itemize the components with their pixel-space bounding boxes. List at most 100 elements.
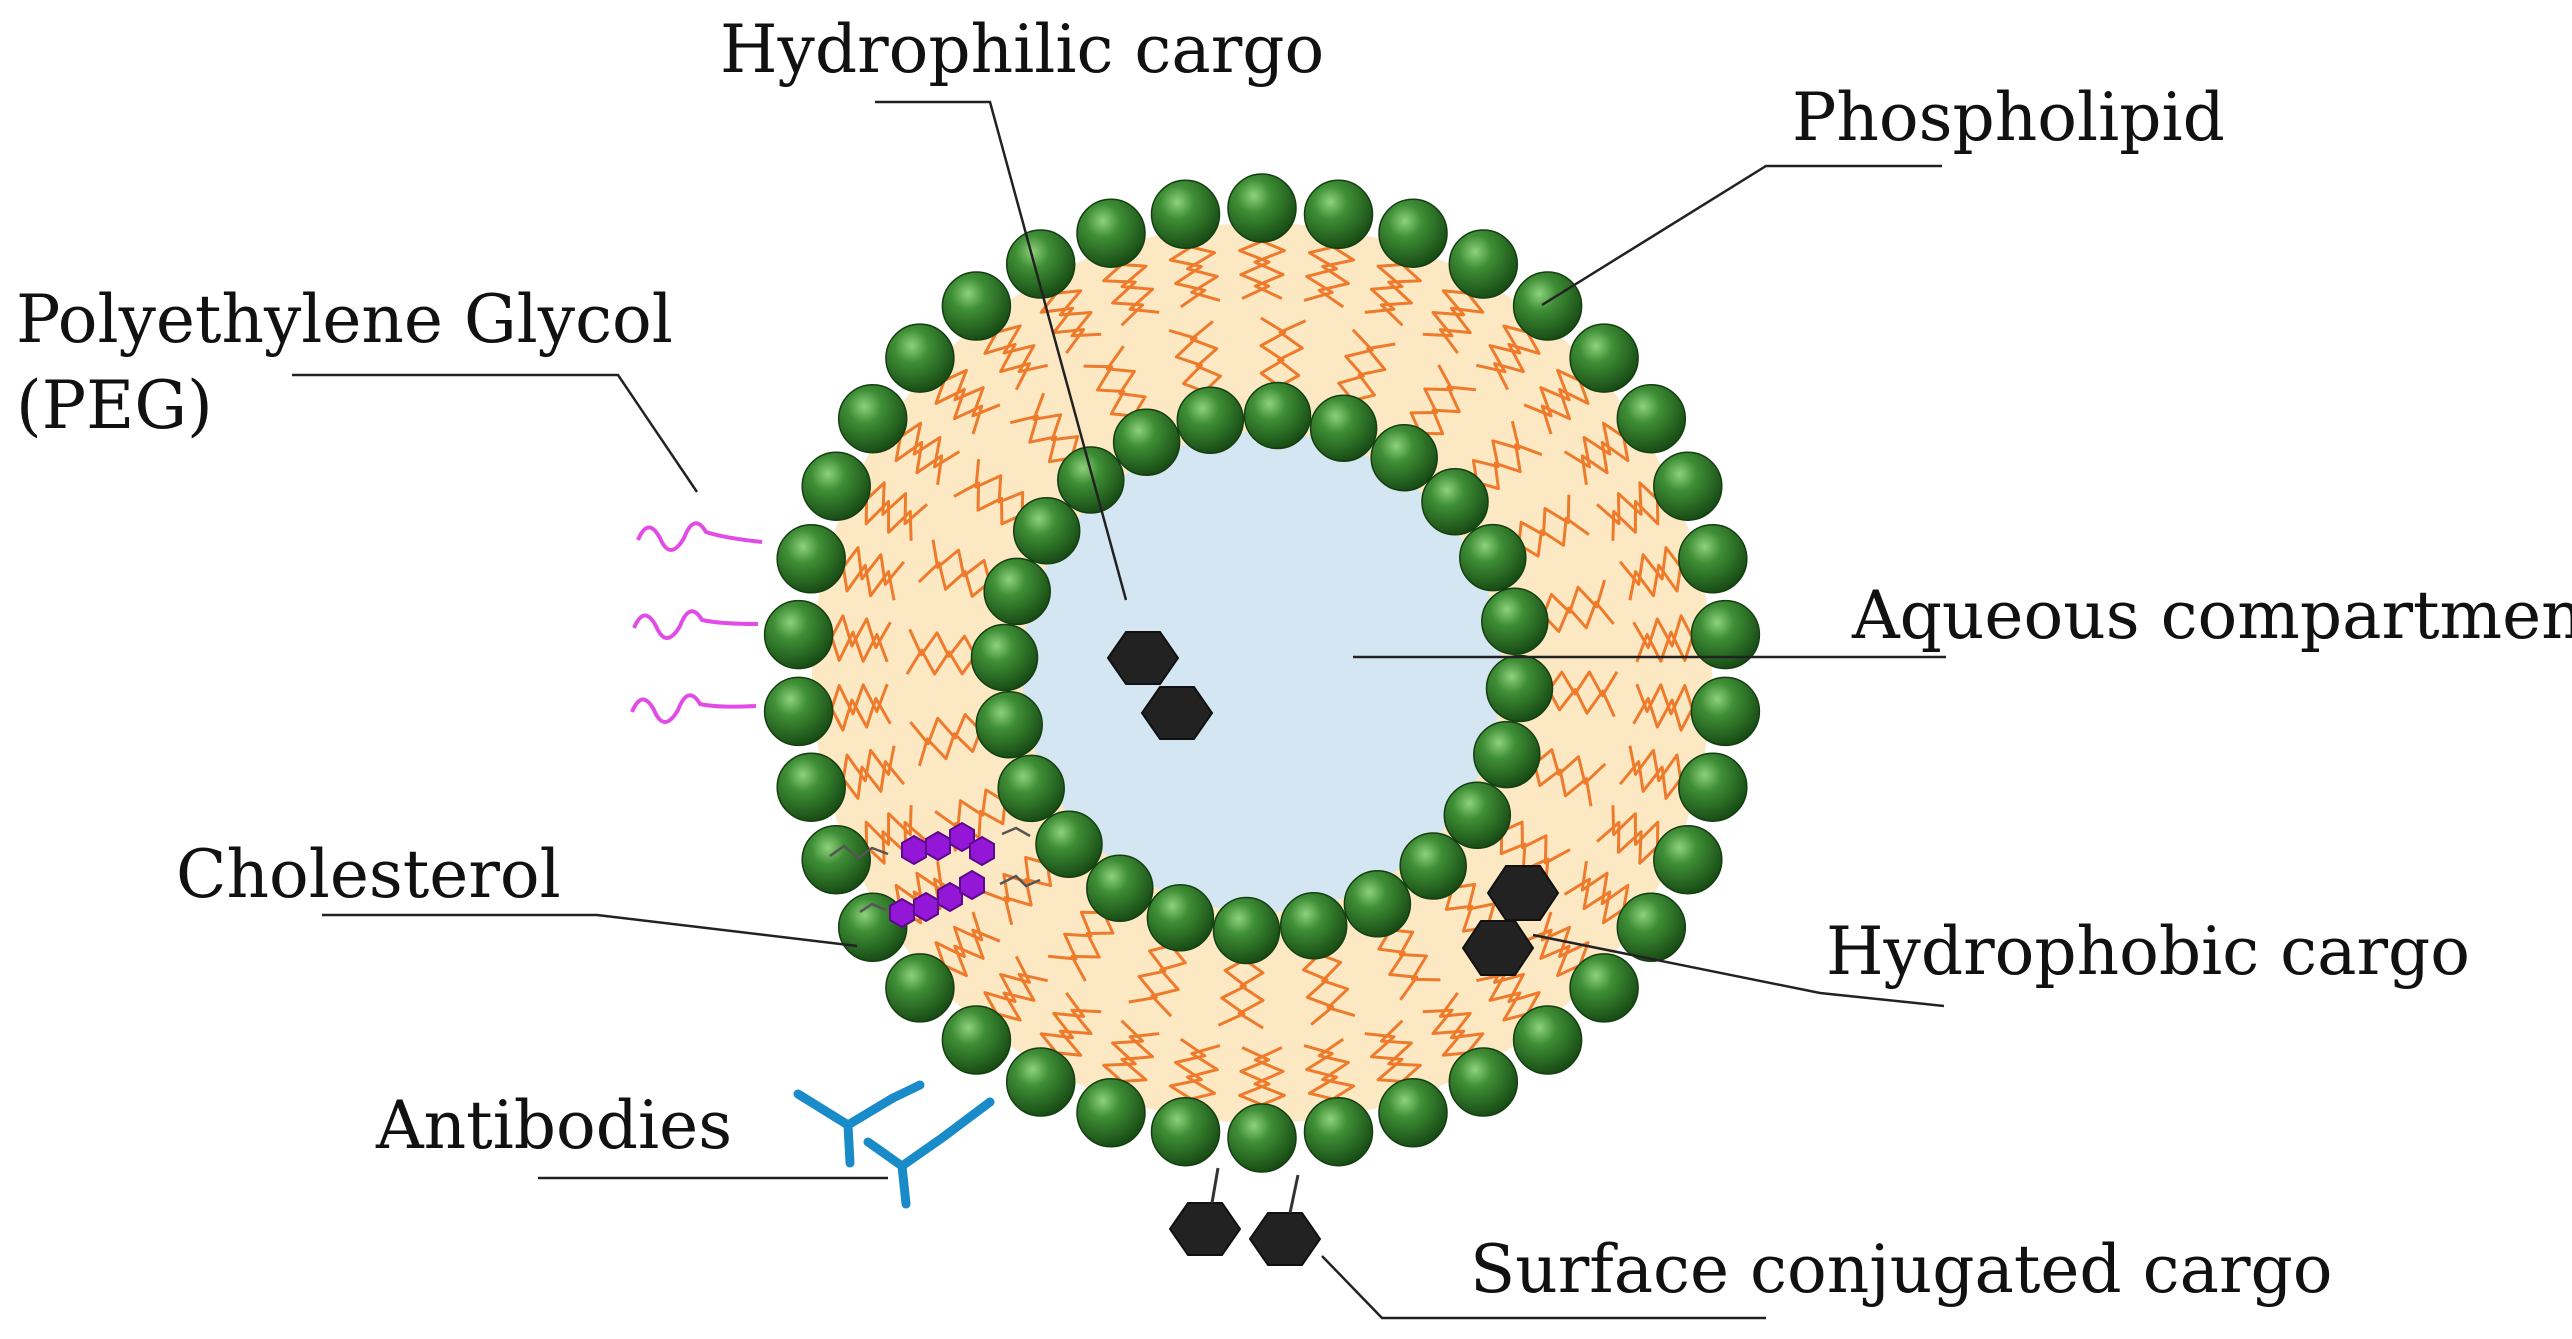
- lipid-tail: [1546, 670, 1619, 698]
- lipid-tail: [1039, 992, 1086, 1060]
- inner-leaflet-heads: [970, 381, 1554, 965]
- lipid-tail: [1253, 1046, 1286, 1110]
- aqueous-compartment: [1022, 432, 1502, 912]
- phospholipid-head: [1690, 676, 1761, 747]
- phospholipid-head: [1343, 870, 1412, 938]
- lipid-tail: [983, 324, 1031, 391]
- lipid-tail: [1009, 414, 1075, 464]
- peg-chains: [630, 521, 763, 724]
- phospholipid-head: [1112, 408, 1181, 476]
- lipid-tail: [1540, 600, 1615, 633]
- peg-chain: [636, 521, 763, 552]
- phospholipid-head: [983, 557, 1051, 626]
- label-peg-line1: Polyethylene Glycol: [16, 281, 673, 358]
- label-surface-conjugated-cargo: Surface conjugated cargo: [1470, 1231, 2332, 1308]
- surface-cargo-icon: [1168, 1202, 1242, 1256]
- lipid-tail: [1302, 951, 1335, 1026]
- leader-hydrophobic: [1532, 933, 1945, 1008]
- antibody-icon: [793, 1080, 925, 1168]
- phospholipid-head: [1512, 271, 1583, 341]
- lipid-tail: [1632, 614, 1698, 650]
- phospholipid-head: [1303, 179, 1374, 250]
- phospholipid-head: [1459, 523, 1527, 592]
- label-hydrophobic-cargo: Hydrophobic cargo: [1826, 913, 2470, 990]
- lipid-tail: [1276, 319, 1307, 389]
- lipid-tail: [905, 648, 978, 676]
- lipid-tail: [988, 972, 1049, 1022]
- leader-lines: [292, 100, 1946, 1320]
- lipid-tail: [1379, 1019, 1422, 1088]
- lipid-tail: [1493, 324, 1541, 391]
- lipid-tail: [894, 428, 944, 486]
- lipid-tail: [1364, 262, 1411, 314]
- lipid-tail: [908, 628, 978, 659]
- leader-surface-cargo: [1321, 1255, 1766, 1320]
- lipid-tail: [1580, 428, 1630, 486]
- phospholipid-head: [1443, 781, 1512, 849]
- phospholipid-head: [1399, 832, 1467, 900]
- lipid-tail: [934, 911, 984, 974]
- cholesterol-ring: [925, 830, 951, 862]
- phospholipid-head: [1421, 468, 1489, 536]
- lipid-tail: [1039, 286, 1086, 354]
- lipid-tail: [826, 614, 892, 650]
- lipid-tail: [1498, 820, 1571, 865]
- label-antibodies: Antibodies: [375, 1087, 732, 1164]
- lipid-tail: [1070, 909, 1115, 982]
- lipid-tail: [859, 820, 928, 865]
- lipid-tail: [1417, 385, 1477, 436]
- lipid-tail: [1168, 241, 1207, 309]
- peg-chain: [632, 609, 759, 640]
- lipid-tail: [917, 727, 983, 767]
- lipid-tail: [1471, 420, 1521, 486]
- phospholipid-head: [1279, 892, 1348, 960]
- lipid-tail: [1422, 289, 1476, 338]
- lipid-tail: [1182, 1044, 1221, 1103]
- outer-leaflet-heads: [763, 173, 1761, 1173]
- phospholipid-head: [1653, 451, 1723, 521]
- phospholipid-head: [1678, 524, 1748, 594]
- phospholipid-head: [1227, 173, 1297, 243]
- phospholipid-head: [975, 690, 1043, 759]
- cholesterol-ring: [901, 834, 927, 866]
- cholesterol-ring: [959, 869, 985, 901]
- lipid-tail: [1596, 481, 1665, 526]
- lipid-tail: [859, 481, 928, 526]
- leader-phospholipid: [1541, 164, 1942, 307]
- phospholipid-head: [1616, 892, 1687, 963]
- lipid-tail: [894, 860, 944, 918]
- leader-hydrophilic: [875, 100, 1128, 601]
- lipid-tail: [1546, 687, 1616, 718]
- lipid-tail: [1563, 421, 1632, 469]
- phospholipid-head: [970, 623, 1039, 692]
- lipid-tail: [1618, 760, 1687, 800]
- phospholipid-head: [1481, 587, 1549, 656]
- phospholipid-head: [1569, 323, 1639, 393]
- lipid-tail: [1316, 952, 1356, 1018]
- lipid-tail: [936, 928, 1001, 978]
- phospholipid-head: [1076, 198, 1146, 268]
- hydrophobic-cargo-icon: [1461, 920, 1535, 976]
- lipid-tail: [826, 696, 892, 732]
- phospholipid-head: [1146, 884, 1215, 952]
- leader-cholesterol: [322, 913, 858, 948]
- lipid-tail: [1517, 494, 1571, 548]
- lipid-tail: [1150, 942, 1187, 1018]
- lipid-tail: [988, 324, 1049, 374]
- phospholipid-head: [1448, 1047, 1519, 1117]
- lipid-tail: [1541, 579, 1607, 619]
- lipid-tail: [837, 760, 906, 800]
- lipid-tail: [1047, 910, 1107, 961]
- lipid-tail: [827, 629, 889, 663]
- lipid-tail: [840, 745, 896, 788]
- lipid-tail: [1217, 957, 1248, 1027]
- lipid-tail: [1409, 364, 1454, 437]
- lipid-tail: [1102, 258, 1145, 327]
- lipid-tail: [892, 421, 961, 469]
- cholesterol-ring: [889, 897, 915, 929]
- phospholipid-head: [1150, 1096, 1221, 1167]
- phospholipid-head: [1150, 179, 1221, 250]
- phospholipid-head: [1227, 1103, 1297, 1173]
- phospholipid-head: [1370, 423, 1438, 492]
